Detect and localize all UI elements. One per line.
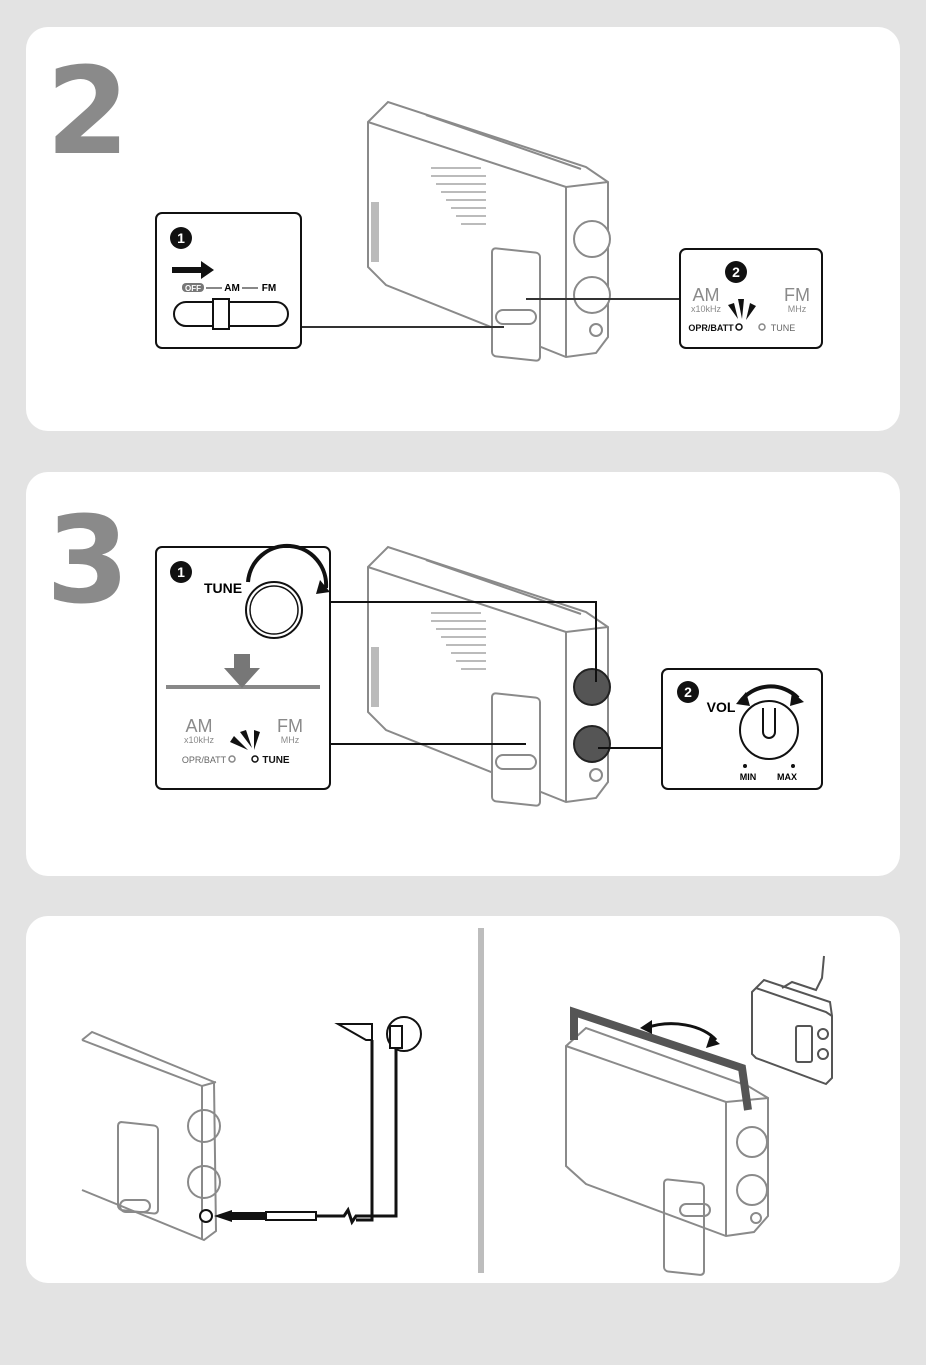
speaker-grille xyxy=(371,612,486,707)
step-2-illustration: 1 OFF AM FM 2 AM x10kHz FM MHz OPR/BATT … xyxy=(155,100,823,362)
arrow-right-icon xyxy=(172,261,214,279)
step-number: 3 xyxy=(46,492,130,631)
am-indicator: AM xyxy=(186,716,213,736)
radio-illustration-left xyxy=(81,1030,221,1242)
opr-batt-lamp xyxy=(735,323,743,331)
fm-indicator: FM xyxy=(784,285,810,305)
am-label: AM xyxy=(224,283,240,294)
step-3-panel: 3 1 TUNE xyxy=(26,472,900,876)
am-unit: x10kHz xyxy=(184,735,215,745)
off-label-bg xyxy=(182,283,204,292)
tune-knob-callout xyxy=(245,581,303,639)
vol-label: VOL xyxy=(707,699,736,715)
off-label: OFF xyxy=(185,284,201,293)
step-3-illustration: 1 TUNE AM x10kHz FM MHz OPR/BATT TUNE 2 … xyxy=(155,543,823,807)
sub-step-badge xyxy=(170,227,192,249)
swing-arrow-icon xyxy=(645,1022,718,1042)
volume-knob xyxy=(573,725,611,763)
vol-knob-callout xyxy=(739,700,799,760)
am-indicator: AM xyxy=(693,285,720,305)
tune-label: TUNE xyxy=(262,755,290,766)
fm-unit: MHz xyxy=(788,304,807,314)
sub-step-1-text: 1 xyxy=(177,230,185,246)
rotate-arrow-icon xyxy=(246,543,329,589)
fm-indicator: FM xyxy=(277,716,303,736)
indicator-callout-box xyxy=(679,248,823,349)
accessory-illustration xyxy=(81,928,833,1276)
tune-label: TUNE xyxy=(771,323,796,333)
fm-unit: MHz xyxy=(281,735,300,745)
arrow-left-icon xyxy=(214,1210,266,1222)
accessory-panel xyxy=(26,916,900,1283)
max-label: MAX xyxy=(777,772,797,782)
am-unit: x10kHz xyxy=(691,304,722,314)
opr-batt-label: OPR/BATT xyxy=(182,755,227,765)
sub-step-badge xyxy=(725,261,747,283)
light-burst-icon xyxy=(230,730,260,750)
small-radio-icon xyxy=(751,955,833,1086)
tune-lamp xyxy=(758,323,766,331)
sub-step-2-text: 2 xyxy=(684,684,692,700)
light-burst-icon xyxy=(728,299,756,320)
radio-illustration xyxy=(367,100,611,362)
sub-step-badge xyxy=(170,561,192,583)
fm-label: FM xyxy=(262,283,276,294)
arrow-down-icon xyxy=(224,654,260,688)
radio-illustration-right xyxy=(565,1026,769,1276)
step-number: 2 xyxy=(46,43,130,182)
sub-step-2-text: 2 xyxy=(732,264,740,280)
carry-handle xyxy=(570,1006,752,1111)
sub-step-1-text: 1 xyxy=(177,564,185,580)
earbud-left-icon xyxy=(334,1023,373,1041)
earphone-plug xyxy=(265,1211,317,1221)
opr-batt-label: OPR/BATT xyxy=(688,323,734,333)
min-label: MIN xyxy=(740,772,757,782)
tune-knob xyxy=(573,668,611,706)
opr-batt-lamp xyxy=(228,755,236,763)
radio-illustration xyxy=(367,545,609,807)
tune-knob-label: TUNE xyxy=(204,580,242,596)
speaker-grille xyxy=(371,167,486,262)
switch-knob xyxy=(212,298,230,330)
tune-lamp xyxy=(251,755,259,763)
sub-step-badge xyxy=(677,681,699,703)
band-switch xyxy=(173,301,289,327)
earphone-cable xyxy=(316,1028,398,1226)
headphone-jack xyxy=(199,1209,213,1223)
step-2-panel: 2 1 OFF AM xyxy=(26,27,900,431)
panel-divider xyxy=(478,928,484,1273)
